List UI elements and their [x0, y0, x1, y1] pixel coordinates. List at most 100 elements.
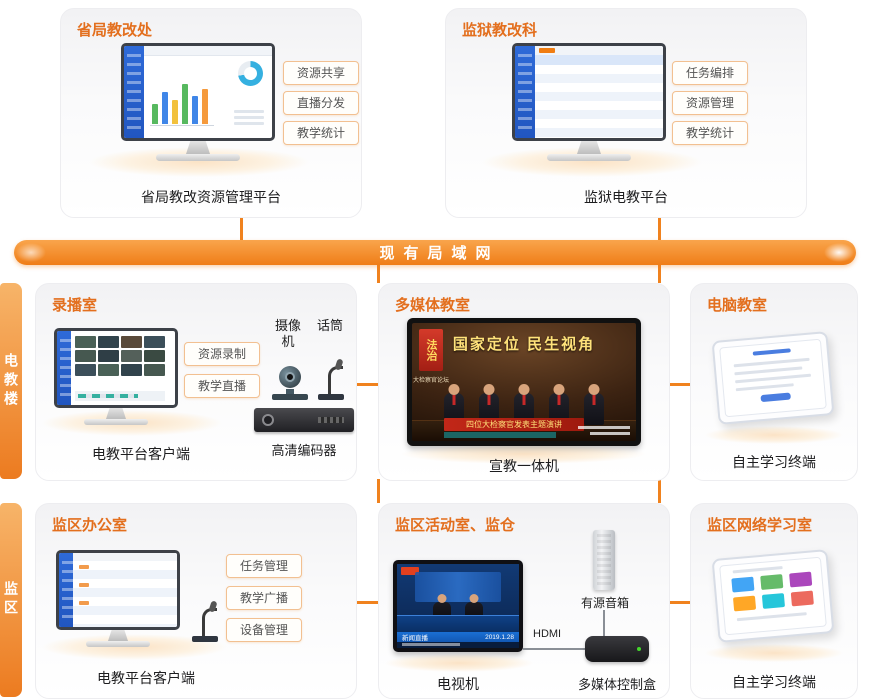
hdmi-cable — [523, 648, 585, 650]
panel-title: 省局教改处 — [77, 22, 153, 39]
feature-tag: 资源共享 — [283, 61, 359, 85]
connector-line — [668, 383, 690, 386]
panel-caption: 省局教改资源管理平台 — [141, 189, 281, 205]
monitor-stand — [106, 408, 126, 419]
panel-caption: 电教平台客户端 — [92, 446, 190, 462]
panel-title: 多媒体教室 — [395, 297, 471, 314]
feature-tag: 任务编排 — [672, 61, 748, 85]
news-desk — [397, 615, 519, 632]
app-topbar — [144, 46, 272, 56]
television: 新闻直播 2019.1.28 — [393, 560, 523, 652]
headline-text: 国家定位 民生视角 — [452, 336, 596, 353]
app-sidebar — [59, 553, 76, 627]
connector-line — [658, 265, 661, 283]
tablet-screen — [719, 338, 827, 418]
device-shadow — [705, 426, 843, 444]
propaganda-display: 法治 大检察官论坛 国家定位 民生视角 四位大检察官发表主题演讲 — [407, 318, 641, 446]
app-sidebar — [57, 331, 74, 405]
monitor-stand — [577, 141, 601, 154]
panel-network-study-room: 监区网络学习室 自主学习终端 — [690, 503, 858, 699]
donut-chart — [238, 61, 263, 86]
person-figure — [479, 393, 499, 425]
panel-title: 监区办公室 — [52, 517, 128, 534]
toolbar-button — [539, 48, 555, 53]
table-rows — [535, 65, 663, 138]
panel-caption: 宣教一体机 — [489, 458, 559, 474]
video-thumbnail-grid — [75, 336, 165, 376]
speaker-figures — [444, 393, 604, 425]
connector-line — [355, 601, 378, 604]
monitor-base — [156, 154, 240, 161]
panel-caption: 自主学习终端 — [732, 674, 816, 690]
side-tab-label: 电教楼 — [3, 352, 19, 410]
feature-tag: 任务管理 — [226, 554, 302, 578]
person-figure — [465, 602, 483, 618]
speaker-label: 有源音箱 — [580, 596, 629, 610]
panel-caption: 电教平台客户端 — [97, 670, 195, 686]
microphone-icon — [316, 358, 346, 400]
microphone-label: 话筒 — [316, 318, 343, 333]
app-sidebar — [124, 46, 144, 138]
panel-caption: 监狱电教平台 — [584, 189, 668, 205]
connector-line — [355, 383, 378, 386]
ticker-date: 2019.1.28 — [485, 633, 514, 641]
learning-tablet — [711, 331, 835, 425]
learning-tablet — [711, 549, 835, 643]
feature-tag: 资源录制 — [184, 342, 260, 366]
connector-line — [668, 601, 690, 604]
side-tab-label: 监区 — [3, 581, 19, 619]
monitor-screen — [56, 550, 180, 630]
monitor-stand — [186, 141, 210, 154]
table-header — [535, 55, 663, 65]
feature-tag: 直播分发 — [283, 91, 359, 115]
banner-subtitle: 大检察官论坛 — [413, 378, 450, 384]
sub-band — [444, 432, 556, 438]
monitor-base — [547, 154, 631, 161]
monitor-screen — [512, 43, 666, 141]
app-sidebar — [515, 46, 535, 138]
panel-title: 录播室 — [52, 297, 98, 314]
panel-title: 监狱教改科 — [462, 22, 538, 39]
panel-activity-room: 监区活动室、监仓 新闻直播 2019.1.28 电视机 有源音箱 HD — [378, 503, 670, 699]
monitor-screen — [121, 43, 275, 141]
panel-caption: 自主学习终端 — [732, 454, 816, 470]
lan-bar: 现有局域网 — [14, 240, 856, 265]
panel-prison-dept: 监狱教改科 任务编排 资源管理 教学统计 监狱电教平台 — [445, 8, 807, 218]
feature-tag: 教学直播 — [184, 374, 260, 398]
feature-tag: 教学广播 — [226, 586, 302, 610]
panel-multimedia-classroom: 多媒体教室 法治 大检察官论坛 国家定位 民生视角 四位大检察官发表主题演讲 — [378, 283, 670, 481]
device-shadow — [385, 654, 533, 672]
monitor-screen — [54, 328, 178, 408]
monitor-video-wall — [54, 328, 178, 425]
person-figure — [433, 602, 451, 618]
hd-encoder — [254, 408, 354, 432]
box-caption: 多媒体控制盒 — [577, 677, 656, 692]
bar-chart — [152, 84, 208, 124]
panel-title: 监区网络学习室 — [707, 517, 813, 534]
person-figure — [514, 393, 534, 425]
tablet-screen — [719, 556, 827, 636]
speaker-cable — [603, 610, 605, 636]
tv-screen: 新闻直播 2019.1.28 — [397, 564, 519, 648]
camera-label: 摄像机 — [274, 318, 301, 350]
ticker-text: 新闻直播 — [402, 635, 428, 642]
side-tab-prison: 监区 — [0, 503, 22, 697]
connector-line — [377, 479, 380, 503]
stat-lines — [234, 110, 264, 125]
panel-title: 电脑教室 — [707, 297, 768, 314]
monitor-stand — [108, 630, 128, 641]
feature-tag: 教学统计 — [672, 121, 748, 145]
panel-recording-room: 录播室 资源录制 教学直播 摄像机 话筒 — [35, 283, 357, 481]
channel-logo — [401, 567, 419, 575]
desk-microphone-icon — [190, 600, 220, 642]
connector-line — [658, 216, 661, 240]
camera-icon — [272, 366, 308, 400]
feature-tag: 设备管理 — [226, 618, 302, 642]
lan-label: 现有局域网 — [379, 245, 500, 262]
panel-computer-classroom: 电脑教室 自主学习终端 — [690, 283, 858, 481]
person-figure — [584, 393, 604, 425]
encoder-caption: 高清编码器 — [271, 443, 337, 458]
monitor-platform — [512, 43, 666, 161]
feature-tag: 教学统计 — [283, 121, 359, 145]
ticker-subbar — [397, 642, 519, 648]
